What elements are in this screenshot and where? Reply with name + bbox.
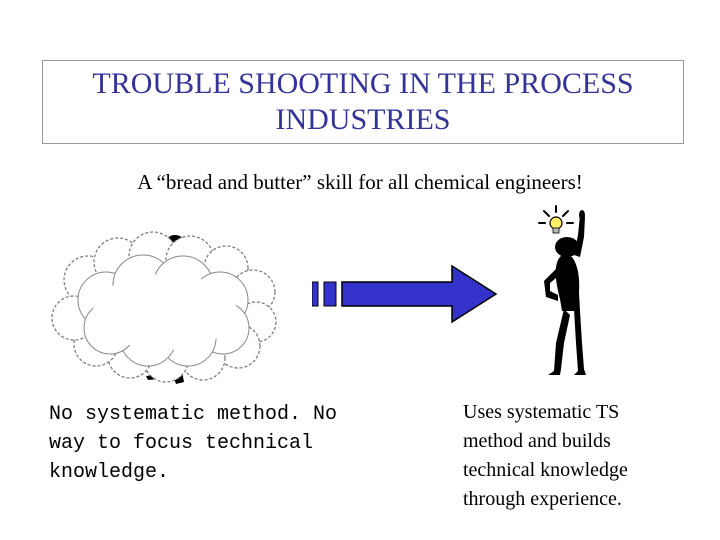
right-caption-line-4: through experience. bbox=[463, 488, 622, 510]
idea-person-lightbulb-icon bbox=[538, 205, 586, 375]
left-caption-line-3: knowledge. bbox=[49, 461, 170, 484]
title-line-1: TROUBLE SHOOTING IN THE PROCESS bbox=[92, 67, 634, 100]
title-line-2: INDUSTRIES bbox=[275, 103, 451, 136]
subtitle: A “bread and butter” skill for all chemi… bbox=[137, 170, 583, 194]
title-box: TROUBLE SHOOTING IN THE PROCESS INDUSTRI… bbox=[42, 60, 684, 144]
left-caption-line-1: No systematic method. No bbox=[49, 403, 338, 426]
left-caption: No systematic method. No way to focus te… bbox=[49, 400, 349, 487]
right-caption-line-1: Uses systematic TS bbox=[463, 401, 620, 423]
lightbulb bbox=[549, 216, 563, 230]
right-caption-line-2: method and builds bbox=[463, 430, 611, 452]
right-caption-line-3: technical knowledge bbox=[463, 459, 628, 481]
left-caption-line-2: way to focus technical bbox=[49, 432, 314, 455]
confused-person-cloud-icon bbox=[51, 231, 277, 384]
right-caption: Uses systematic TS method and builds tec… bbox=[463, 398, 703, 514]
arrow-right-icon bbox=[312, 264, 498, 324]
